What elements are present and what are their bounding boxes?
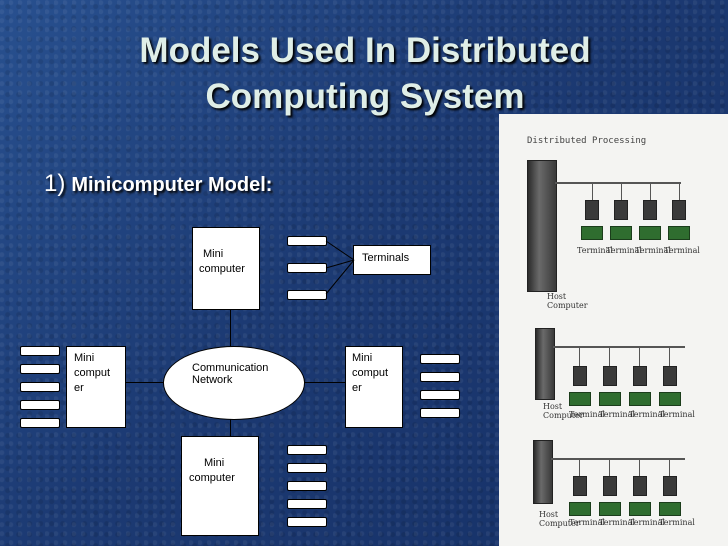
bus-drop: [679, 182, 680, 200]
terminal-label: Terminal: [569, 410, 605, 419]
terminal-label: Terminal: [599, 410, 635, 419]
mini-computer-right-label-2: comput: [352, 367, 389, 379]
terminal-label: Terminal: [569, 518, 605, 527]
slide-title: Models Used In Distributed Computing Sys…: [60, 28, 670, 120]
terminal-pc-icon: [581, 200, 603, 240]
mini-computer-right-label-3: er: [352, 382, 362, 394]
terminal-pc-icon: [629, 366, 651, 406]
bus-drop: [621, 182, 622, 200]
mini-computer-top-label-1: Mini: [203, 248, 224, 260]
host-computer-tower-icon: [527, 160, 557, 292]
terminal-pc-icon: [659, 476, 681, 516]
host-label-line-1: Host: [547, 292, 567, 301]
mini-computer-left-label-3: er: [74, 382, 84, 394]
terminals-label-box: Terminals: [353, 245, 431, 275]
bus-drop: [579, 458, 580, 478]
bus-drop: [650, 182, 651, 200]
terminal: [287, 445, 327, 455]
host-computer-icon: [533, 440, 553, 504]
bus-drop: [639, 458, 640, 478]
network-label-line-1: Communication: [192, 362, 269, 374]
terminal: [20, 364, 60, 374]
connector-right: [303, 382, 345, 383]
terminal: [287, 481, 327, 491]
photo-heading: Distributed Processing: [527, 136, 647, 146]
terminal-label: Terminal: [664, 246, 700, 255]
terminal-pc-icon: [569, 366, 591, 406]
terminal-pc-icon: [659, 366, 681, 406]
terminal-label: Terminal: [577, 246, 613, 255]
terminal: [420, 390, 460, 400]
terminal-pc-icon: [668, 200, 690, 240]
mini-computer-bottom: Mini computer: [181, 436, 259, 536]
terminal-label: Terminal: [635, 246, 671, 255]
terminal-pc-icon: [569, 476, 591, 516]
terminal-label: Terminal: [659, 410, 695, 419]
host-computer-label: Host Computer: [547, 292, 588, 310]
network-bus: [555, 182, 681, 184]
bus-drop: [639, 346, 640, 366]
terminal-pc-icon: [639, 200, 661, 240]
host-label-line-2: Computer: [539, 519, 580, 528]
terminal-label: Terminal: [606, 246, 642, 255]
bullet-item: 1)Minicomputer Model:: [44, 170, 272, 198]
terminal: [20, 382, 60, 392]
mini-computer-top: Mini computer: [192, 227, 260, 310]
bullet-text: Minicomputer Model:: [71, 174, 273, 196]
mini-computer-bottom-label-2: computer: [189, 472, 235, 484]
mini-computer-left-label-1: Mini: [74, 352, 95, 364]
terminal-label: Terminal: [629, 410, 665, 419]
terminal: [420, 372, 460, 382]
mini-computer-left: Mini comput er: [66, 346, 126, 428]
terminal: [287, 463, 327, 473]
mini-computer-bottom-label-1: Mini: [204, 457, 225, 469]
terminal: [287, 499, 327, 509]
terminal: [20, 418, 60, 428]
network-label-line-2: Network: [192, 374, 233, 386]
terminal: [20, 400, 60, 410]
terminal-pc-icon: [610, 200, 632, 240]
bus-drop: [592, 182, 593, 200]
terminal: [420, 354, 460, 364]
mini-computer-right-label-1: Mini: [352, 352, 373, 364]
host-label-line-2: Computer: [547, 301, 588, 310]
mini-computer-right: Mini comput er: [345, 346, 403, 428]
connector-left: [124, 382, 163, 383]
terminal-label: Terminal: [599, 518, 635, 527]
host-label-line-1: Host: [539, 510, 559, 519]
terminal-pc-icon: [629, 476, 651, 516]
bus-drop: [609, 458, 610, 478]
network-bus: [553, 346, 685, 348]
host-computer-icon: [535, 328, 555, 400]
communication-network: Communication Network: [163, 346, 305, 420]
terminal: [420, 408, 460, 418]
terminal-pc-icon: [599, 476, 621, 516]
terminal: [287, 517, 327, 527]
terminals-label: Terminals: [362, 252, 410, 264]
terminal: [20, 346, 60, 356]
terminal-label: Terminal: [629, 518, 665, 527]
host-computer-label: Host Computer: [539, 510, 580, 528]
mini-computer-top-label-2: computer: [199, 263, 245, 275]
bus-drop: [579, 346, 580, 366]
connector-bottom: [230, 418, 231, 436]
title-line-2: Computing System: [205, 77, 525, 116]
terminal-pc-icon: [599, 366, 621, 406]
network-label: Communication Network: [192, 362, 268, 386]
bus-drop: [669, 458, 670, 478]
host-label-line-1: Host: [543, 402, 563, 411]
bullet-number: 1): [44, 170, 66, 197]
terminal: [287, 290, 327, 300]
host-computer-label: Host Computer: [543, 402, 584, 420]
network-bus: [551, 458, 685, 460]
connector-top: [230, 308, 231, 346]
distributed-processing-photo: Distributed Processing Terminal Terminal…: [499, 114, 728, 546]
mini-computer-left-label-2: comput: [74, 367, 111, 379]
terminal-label: Terminal: [659, 518, 695, 527]
bus-drop: [609, 346, 610, 366]
bus-drop: [669, 346, 670, 366]
title-line-1: Models Used In Distributed: [139, 31, 591, 70]
terminal-arrows: [325, 240, 355, 295]
host-label-line-2: Computer: [543, 411, 584, 420]
